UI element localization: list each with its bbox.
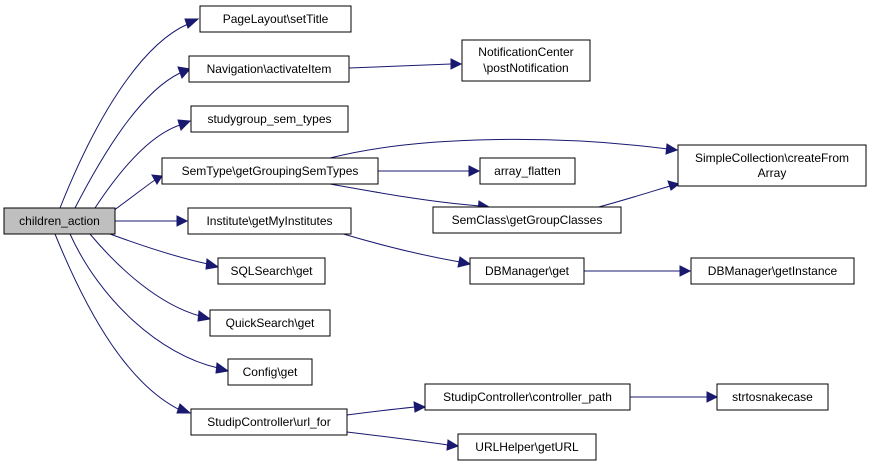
edge-urlFor-to-controllerPath [346,401,427,416]
node-label-line-1: NotificationCenter [478,45,573,59]
edge-children-action-to-configGet [69,233,230,374]
edge-children-action-to-setTitle [59,18,200,209]
node-label: QuickSearch\get [226,316,315,330]
node-label: PageLayout\setTitle [223,12,329,26]
node-arrayFlatten[interactable]: array_flatten [479,157,576,185]
node-label: studygroup_sem_types [207,112,331,126]
edge-children-action-to-getGroupingSemTypes [112,174,163,212]
node-getURL[interactable]: URLHelper\getURL [457,433,597,461]
node-label: URLHelper\getURL [475,440,579,454]
edge-activateItem-to-postNotification [348,58,463,70]
nodes: children_action PageLayout\setTitle Navi… [3,5,867,461]
node-label: strtosnakecase [732,390,813,404]
node-label: children_action [19,214,100,228]
node-label: SemClass\getGroupClasses [452,213,603,227]
edge-getGroupClasses-to-createFromArray [594,180,681,209]
node-strtosnakecase[interactable]: strtosnakecase [716,383,829,411]
node-controllerPath[interactable]: StudipController\controller_path [424,383,631,411]
node-getGroupingSemTypes[interactable]: SemType\getGroupingSemTypes [161,157,379,185]
node-label-line-2: \postNotification [483,61,568,75]
node-activateItem[interactable]: Navigation\activateItem [188,55,350,83]
node-urlFor[interactable]: StudipController\url_for [190,408,348,436]
edge-getGroupingSemTypes-to-createFromArray [329,138,679,159]
node-studygroupSemTypes[interactable]: studygroup_sem_types [190,105,349,133]
node-label: Navigation\activateItem [207,62,332,76]
edge-getGroupingSemTypes-to-arrayFlatten [378,165,481,177]
node-getMyInstitutes[interactable]: Institute\getMyInstitutes [187,207,352,235]
node-label: Config\get [243,365,298,379]
node-label: StudipController\url_for [207,415,330,429]
node-setTitle[interactable]: PageLayout\setTitle [199,5,352,33]
node-label: SemType\getGroupingSemTypes [182,164,359,178]
edge-children-action-to-quickSearchGet [89,233,212,322]
node-label-line-1: SimpleCollection\createFrom [695,151,849,165]
node-quickSearchGet[interactable]: QuickSearch\get [209,309,331,337]
edges [54,18,719,451]
edge-children-action-to-studygroupSemTypes [94,119,192,209]
node-label: DBManager\getInstance [708,264,838,278]
node-children-action[interactable]: children_action [3,207,116,235]
edge-getMyInstitutes-to-dbGet [339,232,472,268]
node-dbGet[interactable]: DBManager\get [469,257,585,285]
node-getGroupClasses[interactable]: SemClass\getGroupClasses [432,206,622,234]
edge-children-action-to-getMyInstitutes [115,215,189,227]
edge-children-action-to-sqlSearchGet [109,233,220,270]
node-label: SQLSearch\get [230,264,313,278]
node-dbGetInstance[interactable]: DBManager\getInstance [690,257,855,285]
node-label: DBManager\get [485,264,570,278]
node-label: Institute\getMyInstitutes [206,214,332,228]
edge-controllerPath-to-strtosnakecase [630,391,719,403]
node-createFromArray[interactable]: SimpleCollection\createFrom Array [677,144,867,187]
node-label-line-2: Array [758,166,787,180]
edge-urlFor-to-getURL [346,431,460,451]
node-label: StudipController\controller_path [443,390,612,404]
node-sqlSearchGet[interactable]: SQLSearch\get [217,257,326,285]
node-postNotification[interactable]: NotificationCenter \postNotification [461,39,591,82]
edge-children-action-to-activateItem [74,66,191,209]
node-configGet[interactable]: Config\get [227,358,313,386]
edge-children-action-to-urlFor [54,233,192,414]
node-label: array_flatten [494,164,561,178]
edge-dbGet-to-dbGetInstance [584,265,692,277]
